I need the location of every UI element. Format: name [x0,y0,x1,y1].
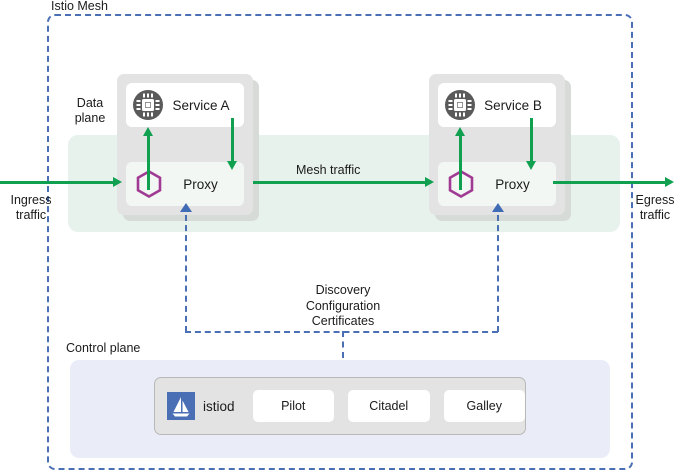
istiod-container[interactable]: istiod Pilot Citadel Galley [154,377,526,435]
egress-arrowhead [665,177,674,187]
istiod-label: istiod [203,398,235,414]
ingress-traffic-line [0,181,116,184]
proxy-a-to-service-a-arrowhead [142,127,153,136]
control-flow-line2: Configuration [305,298,381,313]
data-plane-label-line2: plane [74,111,106,125]
service-a-label: Service A [172,97,230,113]
egress-traffic-label: Egress traffic [630,193,680,223]
mesh-traffic-arrowhead [425,177,434,187]
service-b-to-proxy-b-line [530,118,533,163]
control-link-proxy-b-arrowhead [492,203,504,212]
proxy-b-to-service-b-line [459,134,462,190]
service-a-box[interactable]: Service A [126,83,244,127]
pod-service-a: Service A Proxy [117,74,259,221]
egress-traffic-label-line1: Egress [635,193,675,207]
ingress-traffic-label: Ingress traffic [2,193,60,223]
control-link-proxy-a-arrowhead [180,203,192,212]
istiod-component-galley[interactable]: Galley [443,390,526,422]
istiod-component-citadel[interactable]: Citadel [348,390,430,422]
istio-mesh-label: Istio Mesh [47,0,112,13]
mesh-traffic-label: Mesh traffic [296,163,361,177]
egress-traffic-line [553,181,667,184]
service-b-box[interactable]: Service B [438,83,556,127]
control-flow-line1: Discovery [315,283,371,297]
istio-mesh-boundary [47,14,633,470]
hexagon-icon [133,168,165,200]
control-link-proxy-b-line [497,215,499,332]
proxy-a-box[interactable]: Proxy [126,162,244,206]
chip-icon [132,89,164,121]
proxy-a-label: Proxy [183,176,218,192]
ingress-traffic-label-line1: Ingress [10,193,52,207]
ingress-arrowhead [113,177,122,187]
control-link-proxy-a-line [185,215,187,332]
mesh-traffic-line [253,181,428,184]
service-a-to-proxy-a-line [231,118,234,163]
service-a-to-proxy-a-arrowhead [226,161,237,170]
istiod-component-pilot[interactable]: Pilot [252,390,335,422]
data-plane-label: Data plane [66,96,114,126]
egress-traffic-label-line2: traffic [639,208,671,222]
proxy-b-box[interactable]: Proxy [438,162,556,206]
istio-sailboat-icon [167,392,195,420]
service-b-to-proxy-b-arrowhead [525,161,536,170]
proxy-b-to-service-b-arrowhead [454,127,465,136]
control-plane-label: Control plane [66,341,141,355]
proxy-a-to-service-a-line [147,134,150,190]
control-flow-line3: Certificates [311,314,375,328]
service-b-label: Service B [484,97,542,113]
hexagon-icon [445,168,477,200]
data-plane-label-line1: Data [76,96,104,110]
control-link-istiod-line [342,331,344,379]
proxy-b-label: Proxy [495,176,530,192]
chip-icon [444,89,476,121]
ingress-traffic-label-line2: traffic [15,208,47,222]
control-flow-description: Discovery Configuration Certificates [263,283,423,330]
pod-service-b: Service B Proxy [429,74,571,221]
control-link-bus [185,331,498,333]
